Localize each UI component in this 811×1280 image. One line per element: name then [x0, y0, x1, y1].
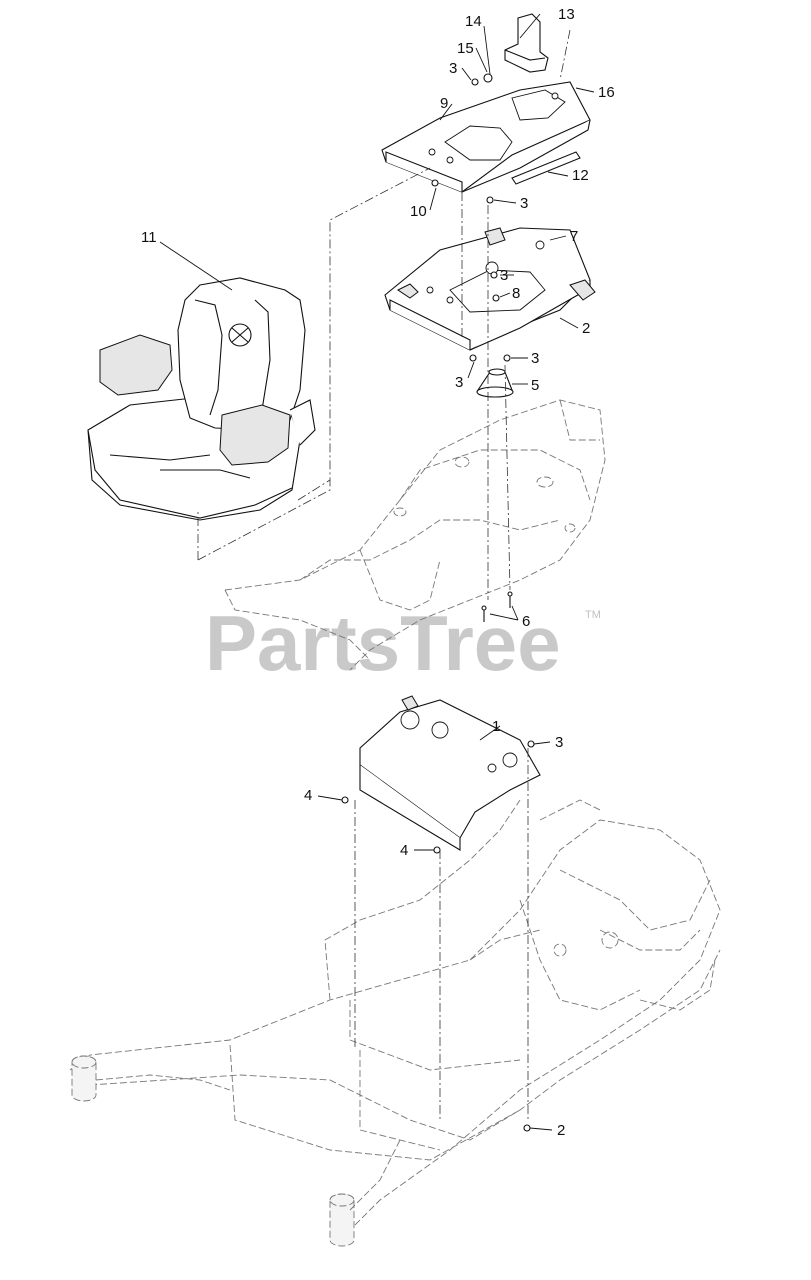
callout-12: 12: [572, 167, 589, 184]
callout-16: 16: [598, 84, 615, 101]
leader-lines: [159, 13, 595, 1131]
callout-1: 1: [492, 718, 500, 735]
callout-8: 8: [512, 285, 520, 302]
callout-3-f: 3: [555, 734, 563, 751]
assembly-centerlines: [197, 29, 571, 1120]
callout-2-a: 2: [582, 320, 590, 337]
callout-3-c: 3: [500, 267, 508, 284]
callout-2-b: 2: [557, 1122, 565, 1139]
callout-3-e: 3: [455, 374, 463, 391]
callout-13: 13: [558, 6, 575, 23]
callout-3-a: 3: [449, 60, 457, 77]
callout-10: 10: [410, 203, 427, 220]
callout-6: 6: [522, 613, 530, 630]
seat-mount-plate: [384, 227, 596, 351]
callout-3-b: 3: [520, 195, 528, 212]
upper-seat-plate: [381, 81, 591, 193]
lower-mower-frame: [69, 799, 721, 1247]
callout-labels: 13 14 15 3 16 9 12 10 3 11 7 3 8 2 3 3 5…: [141, 6, 615, 1139]
lower-cover-plate: [359, 695, 541, 851]
callout-15: 15: [457, 40, 474, 57]
middle-frame: [224, 399, 606, 671]
callout-11: 11: [141, 229, 157, 246]
isolator-mount-5: [476, 368, 514, 398]
watermark-trademark: TM: [585, 609, 601, 621]
hardware: [341, 73, 535, 1132]
callout-7: 7: [570, 228, 578, 245]
callout-3-d: 3: [531, 350, 539, 367]
seat-assembly: [87, 277, 316, 521]
callout-4-b: 4: [400, 842, 408, 859]
callout-5: 5: [531, 377, 539, 394]
callout-9: 9: [440, 95, 448, 112]
watermark-text: PartsTree: [205, 599, 561, 687]
slide-rail-12: [511, 151, 581, 185]
callout-14: 14: [465, 13, 482, 30]
bracket-13: [504, 13, 549, 73]
callout-4-a: 4: [304, 787, 312, 804]
watermark: PartsTree TM: [205, 599, 601, 687]
